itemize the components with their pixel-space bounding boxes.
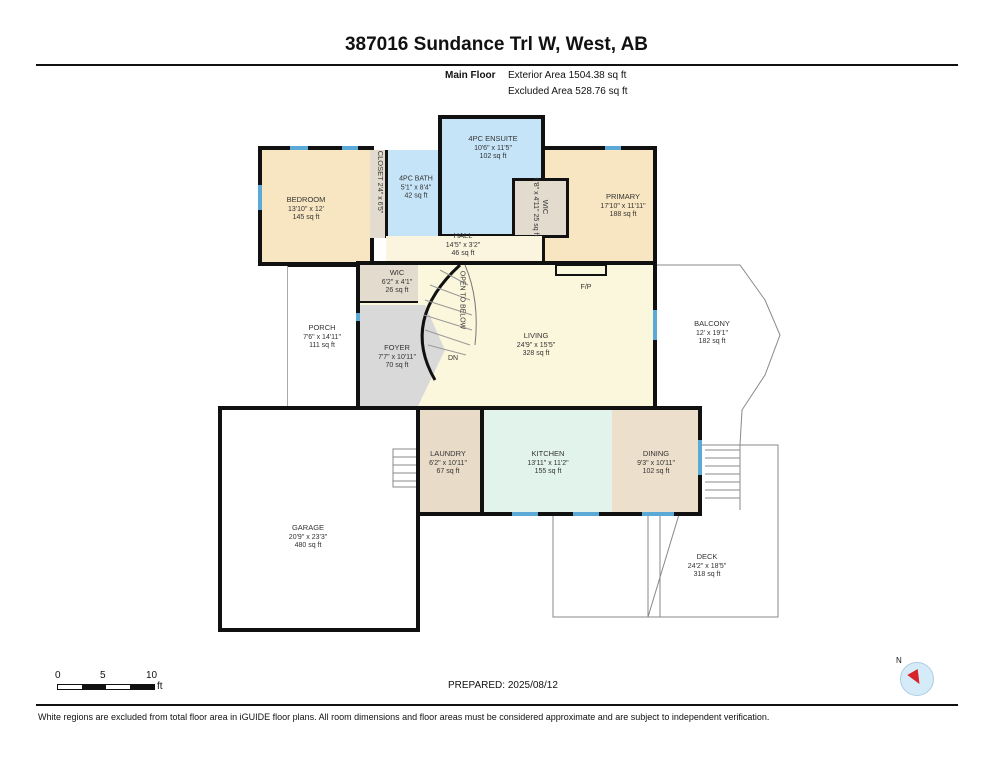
window (356, 313, 360, 321)
compass-icon (900, 662, 934, 696)
room-hall (386, 236, 542, 263)
exterior-area: Exterior Area 1504.38 sq ft (508, 70, 627, 81)
window (290, 146, 308, 150)
room-wic (360, 265, 418, 303)
room-kitchen (480, 406, 616, 516)
page-title: 387016 Sundance Trl W, West, AB (344, 34, 649, 55)
footer-divider (36, 704, 958, 706)
label-open-to-below: OPEN TO BELOW (458, 270, 466, 330)
scale-unit: ft (157, 681, 163, 692)
disclaimer: White regions are excluded from total fl… (38, 712, 770, 722)
floor-name: Main Floor (445, 70, 496, 81)
scale-tick-10: 10 (146, 670, 158, 681)
label-down: DN (447, 354, 459, 362)
room-bath (388, 150, 442, 236)
room-primary (541, 146, 657, 266)
label-closet: CLOSET 2'4" x 6'5" (375, 150, 385, 214)
deck-stairs (705, 445, 741, 510)
fireplace (555, 264, 607, 276)
window (573, 512, 599, 516)
scale-bar (57, 684, 155, 690)
scale-tick-0: 0 (55, 670, 61, 681)
window (342, 146, 358, 150)
scale-tick-5: 5 (100, 670, 106, 681)
window (698, 440, 702, 475)
room-garage (218, 406, 420, 632)
header-divider (36, 64, 958, 66)
window (653, 310, 657, 340)
window (605, 146, 621, 150)
window (258, 185, 262, 210)
window (512, 512, 538, 516)
prepared-date: PREPARED: 2025/08/12 (448, 680, 558, 691)
compass-north-label: N (896, 656, 902, 665)
excluded-area: Excluded Area 528.76 sq ft (508, 86, 628, 97)
label-fireplace: F/P (580, 283, 592, 291)
window (642, 512, 674, 516)
room-closet (370, 150, 388, 238)
